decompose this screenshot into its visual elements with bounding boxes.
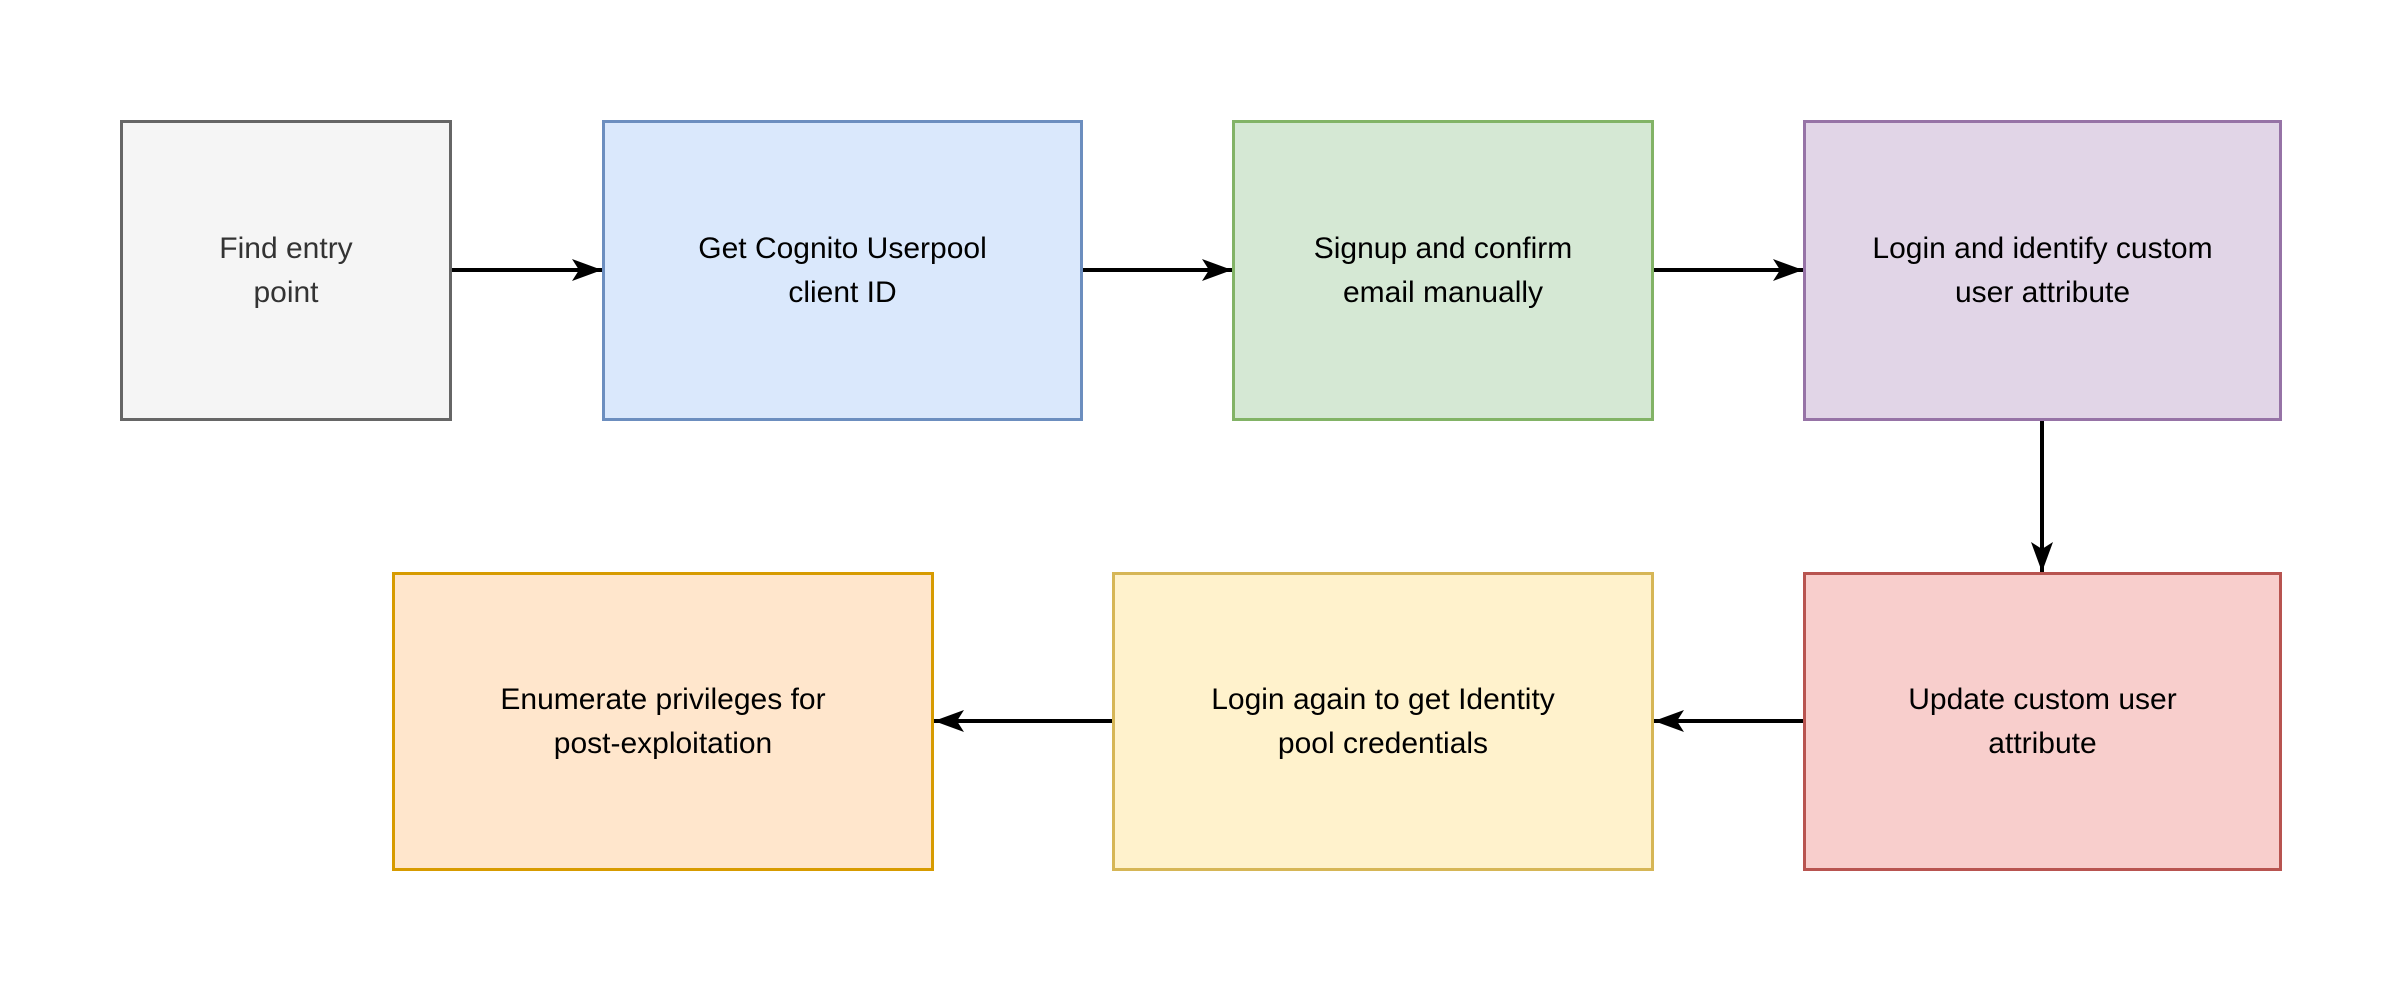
node-update-custom-user-attribute: Update custom user attribute [1803, 572, 2282, 871]
node-enumerate-privileges: Enumerate privileges for post-exploitati… [392, 572, 934, 871]
node-label-enumerate-privileges: Enumerate privileges for post-exploitati… [500, 682, 826, 760]
node-label-get-cognito-userpool-client-id: Get Cognito Userpool client ID [698, 231, 987, 309]
node-signup-and-confirm-email: Signup and confirm email manually [1232, 120, 1654, 421]
node-label-signup-and-confirm-email: Signup and confirm email manually [1313, 231, 1573, 309]
node-label-update-custom-user-attribute: Update custom user attribute [1908, 682, 2177, 760]
node-get-cognito-userpool-client-id: Get Cognito Userpool client ID [602, 120, 1083, 421]
node-login-and-identify-custom-attribute: Login and identify custom user attribute [1803, 120, 2282, 421]
node-label-login-and-identify-custom-attribute: Login and identify custom user attribute [1872, 231, 2213, 309]
node-find-entry-point: Find entry point [120, 120, 452, 421]
node-label-login-again-identity-pool: Login again to get Identity pool credent… [1211, 682, 1555, 760]
node-label-find-entry-point: Find entry point [219, 231, 353, 309]
node-login-again-identity-pool: Login again to get Identity pool credent… [1112, 572, 1654, 871]
